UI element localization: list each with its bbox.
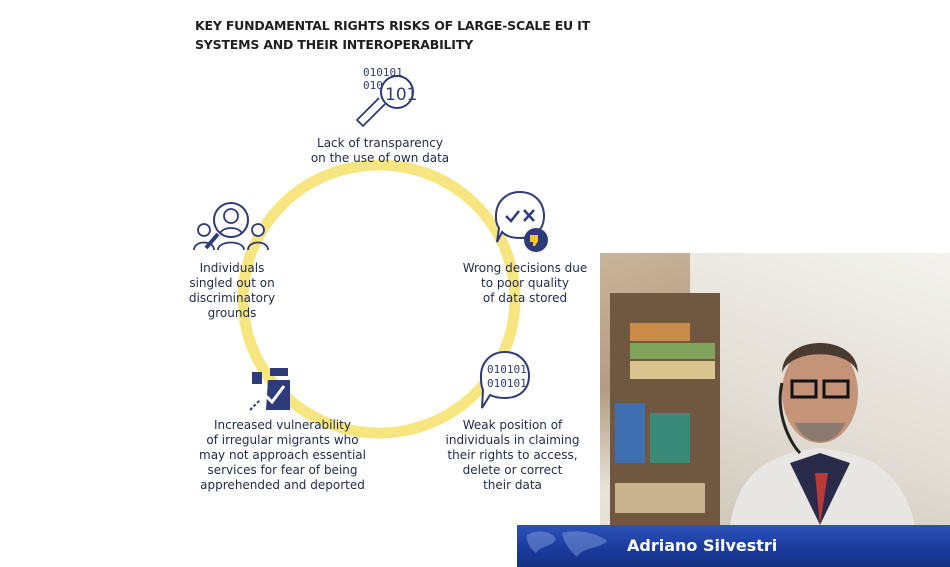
bookshelf bbox=[610, 293, 720, 525]
magnifier-binary-icon: 010101 010 101 bbox=[355, 66, 417, 128]
slide-title: KEY FUNDAMENTAL RIGHTS RISKS OF LARGE-SC… bbox=[195, 18, 590, 52]
speaker-name: Adriano Silvestri bbox=[627, 536, 778, 555]
risk-cycle-ring bbox=[237, 159, 521, 439]
svg-text:010: 010 bbox=[363, 79, 383, 92]
risk-label-wrong-decisions: Wrong decisions due to poor quality of d… bbox=[462, 261, 588, 305]
speaker-name-banner: Adriano Silvestri bbox=[517, 525, 950, 567]
speaker-person bbox=[730, 343, 915, 525]
speech-bubble-binary-icon: 010101 010101 bbox=[479, 350, 531, 409]
world-map-icon bbox=[526, 531, 607, 557]
risk-label-migrants: Increased vulnerability of irregular mig… bbox=[199, 418, 366, 492]
svg-text:010101: 010101 bbox=[487, 363, 527, 376]
risk-label-weak-position: Weak position of individuals in claiming… bbox=[445, 418, 580, 492]
speaker-video bbox=[600, 253, 950, 525]
border-guard-icon bbox=[249, 368, 290, 411]
person-magnifier-icon bbox=[193, 202, 269, 251]
speech-bubble-check-cross-thumbs-down-icon bbox=[494, 190, 548, 252]
svg-text:101: 101 bbox=[385, 85, 417, 105]
risk-label-transparency: Lack of transparency on the use of own d… bbox=[310, 136, 450, 165]
svg-text:010101: 010101 bbox=[487, 377, 527, 390]
risk-label-discrimination: Individuals singled out on discriminator… bbox=[188, 261, 276, 320]
